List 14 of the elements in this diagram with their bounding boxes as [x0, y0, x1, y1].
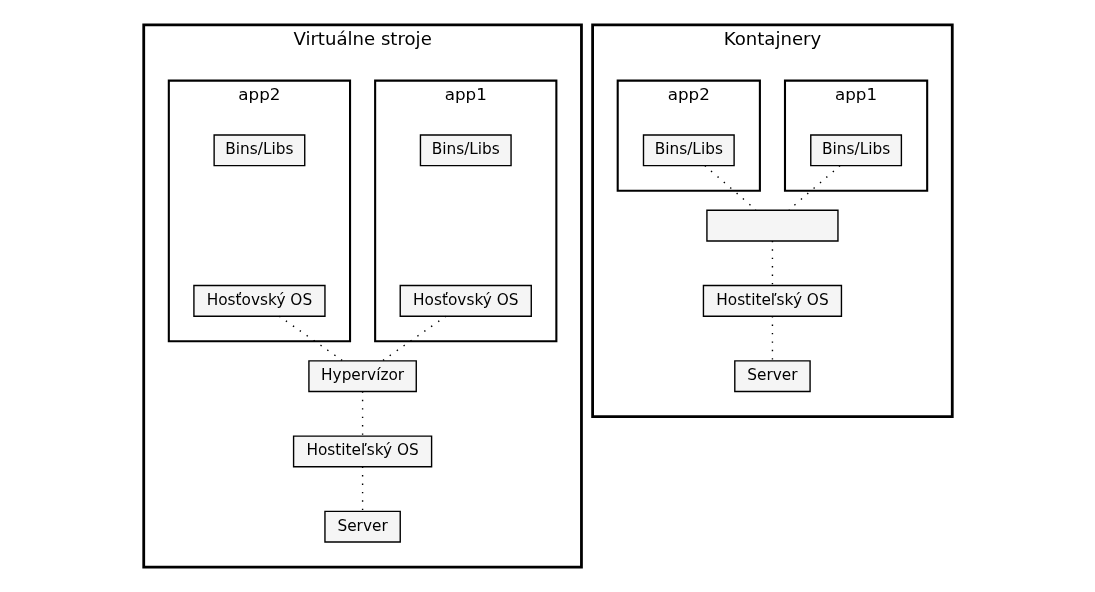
node-box: Hosťovský OS	[192, 284, 326, 317]
node-box: Bins/Libs	[642, 134, 735, 167]
node-box: Server	[733, 360, 811, 393]
node-box: Hosťovský OS	[399, 284, 532, 317]
node-box: Bins/Libs	[212, 134, 305, 167]
node-box: Hostiteľský OS	[702, 284, 842, 317]
node-box: Hostiteľský OS	[292, 435, 432, 468]
node-box: Bins/Libs	[419, 134, 512, 167]
node-box	[705, 209, 839, 242]
connector	[381, 315, 447, 362]
node-box: Bins/Libs	[809, 134, 902, 167]
connector	[278, 315, 343, 362]
node-box: Server	[323, 510, 401, 543]
node-box: Hypervízor	[307, 360, 417, 393]
